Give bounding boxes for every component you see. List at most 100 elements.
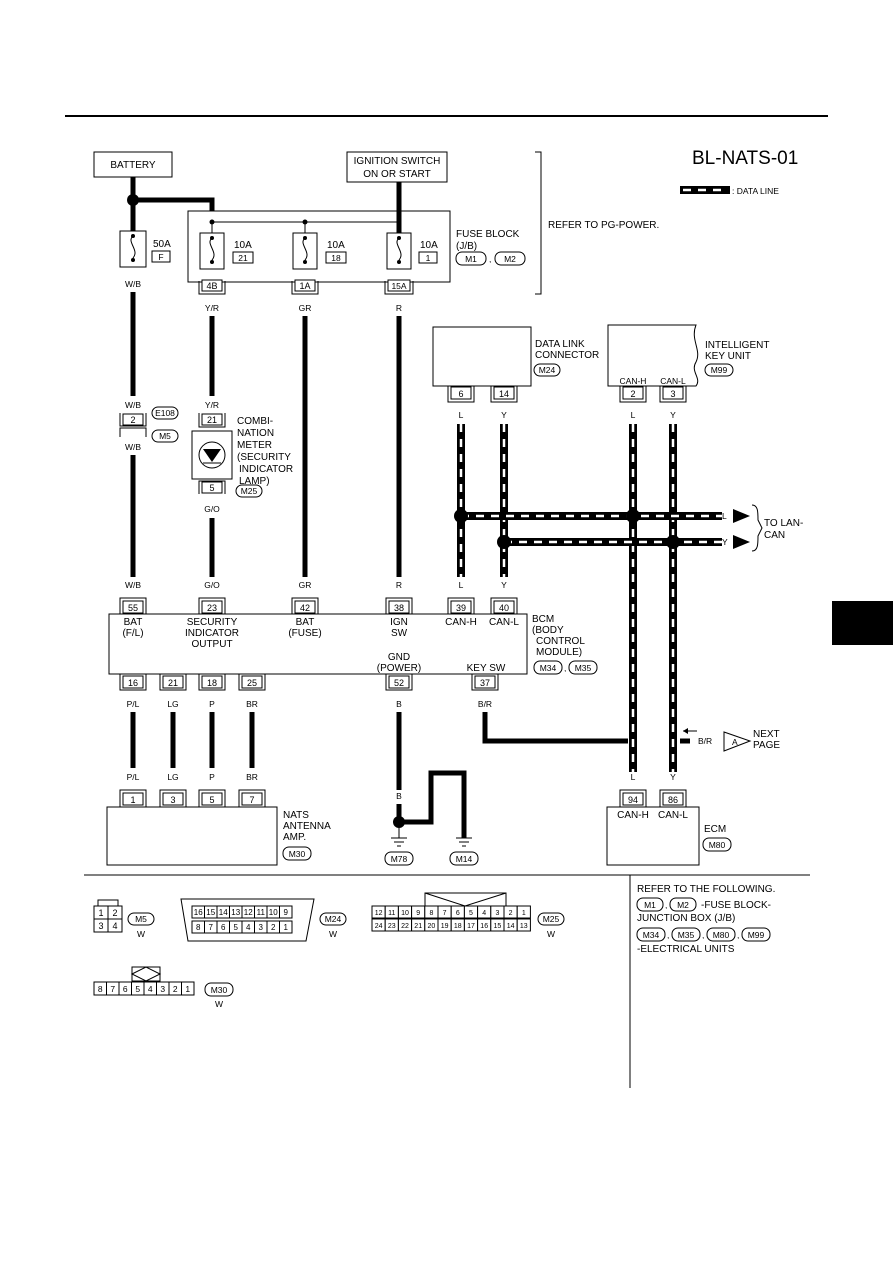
svg-text:W/B: W/B	[125, 400, 141, 410]
connector-cell-label: 9	[416, 910, 420, 917]
svg-text:21: 21	[207, 415, 217, 425]
svg-text:Y: Y	[501, 410, 507, 420]
ecm-conn: M80	[709, 840, 726, 850]
connector-cell	[279, 920, 293, 934]
svg-text:W: W	[329, 929, 337, 939]
svg-text:W/B: W/B	[125, 442, 141, 452]
connector-cell-label: 13	[520, 923, 528, 930]
diagram-id: BL-NATS-01	[692, 148, 798, 169]
main-fuse-wire: W/B	[125, 279, 141, 289]
svg-text:LG: LG	[167, 772, 178, 782]
svg-text:GR: GR	[299, 580, 312, 590]
svg-text:CAN-H: CAN-H	[620, 376, 647, 386]
svg-text:P/L: P/L	[127, 699, 140, 709]
connector-cell-label: 15	[206, 908, 215, 917]
connector-m5-name: M5	[135, 914, 147, 924]
connector-m25-name: M25	[543, 914, 560, 924]
connector-cell-label: 22	[401, 923, 409, 930]
svg-text:P: P	[209, 699, 215, 709]
bcm-conn-1: M34	[540, 663, 557, 673]
bcm-conn-2: M35	[575, 663, 592, 673]
connector-cell-label: 11	[388, 910, 395, 917]
ground-icon	[391, 828, 407, 847]
svg-text:CONTROL: CONTROL	[536, 636, 585, 647]
svg-text:COMBI-: COMBI-	[237, 416, 273, 427]
lan-l-arrow-icon	[733, 535, 750, 549]
svg-text:R: R	[396, 580, 402, 590]
ignition-label-2: ON OR START	[363, 169, 430, 180]
svg-text:,: ,	[702, 930, 704, 940]
svg-text:A: A	[732, 737, 738, 747]
svg-text:(F/L): (F/L)	[122, 628, 143, 639]
connector-cell-label: 5	[469, 910, 473, 917]
svg-text:38: 38	[394, 603, 404, 613]
jumper-conn-bottom: M5	[159, 431, 171, 441]
svg-text:,: ,	[665, 900, 667, 910]
connector-cell-label: 2	[271, 923, 276, 932]
svg-text:L: L	[631, 772, 636, 782]
svg-text:Y: Y	[670, 410, 676, 420]
svg-text:BAT: BAT	[296, 617, 315, 628]
svg-text:BR: BR	[246, 772, 258, 782]
connector-cell	[279, 905, 293, 919]
fuse-21	[199, 232, 225, 270]
connector-cell-label: 3	[160, 984, 165, 994]
svg-text:CAN-H: CAN-H	[445, 617, 477, 628]
connector-cell-label: 3	[495, 910, 499, 917]
svg-text:M35: M35	[678, 930, 695, 940]
connector-cell-label: 17	[467, 923, 475, 930]
svg-text:G/O: G/O	[204, 504, 220, 514]
connector-face-m24	[180, 898, 315, 942]
fuse-1-num: 1	[426, 253, 431, 263]
ground-m78: M78	[391, 854, 408, 864]
svg-text:NATS: NATS	[283, 810, 309, 821]
svg-text:86: 86	[668, 795, 678, 805]
connector-cell-label: 7	[209, 923, 214, 932]
svg-text:Y/R: Y/R	[205, 400, 219, 410]
svg-text:B: B	[396, 791, 402, 801]
svg-text:DATA LINK: DATA LINK	[535, 339, 585, 350]
main-fuse-num: F	[158, 252, 163, 262]
next-page-marker	[723, 731, 752, 752]
svg-text:MODULE): MODULE)	[536, 647, 582, 658]
svg-text:42: 42	[300, 603, 310, 613]
connector-cell-label: 14	[507, 923, 515, 930]
svg-text:-FUSE BLOCK-: -FUSE BLOCK-	[701, 900, 771, 911]
can-data-lines	[457, 424, 722, 772]
connector-cell-label: 8	[196, 923, 201, 932]
ground-wire	[399, 770, 467, 838]
svg-text:CAN-L: CAN-L	[660, 376, 686, 386]
svg-text:OUTPUT: OUTPUT	[191, 639, 232, 650]
connector-cell-label: 21	[414, 923, 422, 930]
connector-cell-label: 3	[259, 923, 264, 932]
connector-cell-label: 13	[231, 908, 240, 917]
can-l-splice-2	[666, 535, 680, 549]
connector-cell	[181, 981, 195, 996]
nats-pins	[119, 789, 266, 807]
svg-text:GR: GR	[299, 303, 312, 313]
svg-text:,: ,	[737, 930, 739, 940]
svg-text:GND: GND	[388, 652, 410, 663]
svg-text:Y: Y	[722, 537, 728, 547]
connector-cell	[516, 905, 531, 919]
svg-text:M80: M80	[713, 930, 730, 940]
svg-text:Y/R: Y/R	[205, 303, 219, 313]
connector-face-m30	[130, 966, 162, 982]
svg-text:25: 25	[247, 678, 257, 688]
svg-text:BR: BR	[246, 699, 258, 709]
data-link-connector	[432, 326, 532, 387]
svg-text:(FUSE): (FUSE)	[288, 628, 321, 639]
connector-cell-label: 15	[494, 923, 502, 930]
main-fuse	[119, 230, 147, 268]
jumper-pin: 2	[130, 415, 135, 425]
svg-text:W/B: W/B	[125, 580, 141, 590]
svg-text:L: L	[459, 580, 464, 590]
connector-face-m5	[93, 899, 123, 933]
svg-text:L: L	[722, 511, 727, 521]
can-l-splice-1	[497, 535, 511, 549]
connector-cell-label: 6	[123, 984, 128, 994]
svg-text:21: 21	[168, 678, 178, 688]
